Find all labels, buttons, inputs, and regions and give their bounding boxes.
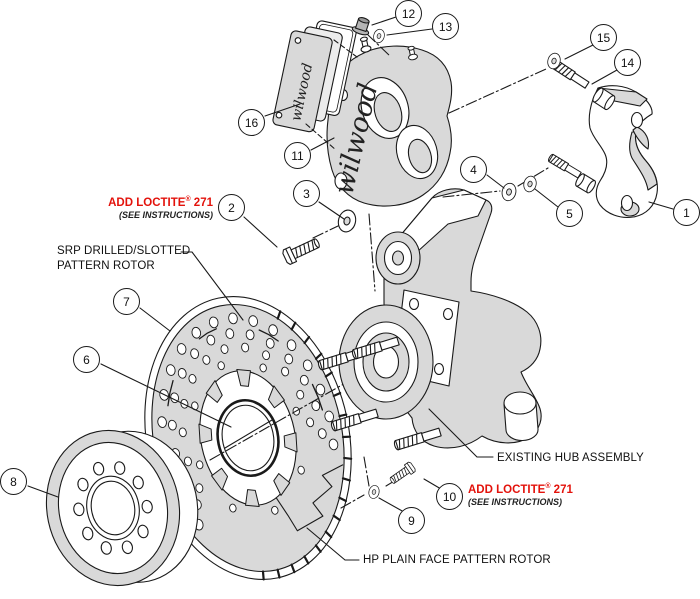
bolt-item-10	[387, 460, 417, 487]
callout-5: 5	[556, 200, 583, 227]
washer-item-13	[371, 27, 387, 45]
callout-16: 16	[238, 109, 265, 136]
bolt-bracket-lower	[546, 153, 583, 180]
bleed-screw	[359, 36, 372, 53]
part-brake-pads: wilwood	[272, 20, 357, 133]
callout-4: 4	[460, 156, 487, 183]
loctite-text: ADD LOCTITE® 271	[108, 196, 213, 209]
leader-lines	[27, 16, 674, 561]
nut-item-12	[351, 17, 370, 36]
see-instructions-text: (SEE INSTRUCTIONS)	[468, 496, 563, 507]
part-rotor-hat	[45, 429, 199, 587]
label-hp-rotor: HP PLAIN FACE PATTERN ROTOR	[363, 554, 551, 566]
rotor-split-line	[275, 464, 344, 532]
callout-11: 11	[284, 142, 311, 169]
callout-1: 1	[673, 199, 700, 226]
label-srp-rotor: SRP DRILLED/SLOTTED PATTERN ROTOR	[57, 245, 191, 272]
washer-item-4	[499, 181, 519, 203]
bracket-hole-upper	[630, 111, 644, 129]
callout-14: 14	[614, 49, 641, 76]
see-instructions-text: (SEE INSTRUCTIONS)	[118, 209, 213, 220]
rotor-register-ring	[216, 399, 280, 477]
loctite-text: ADD LOCTITE® 271	[468, 483, 573, 496]
washer-item-5	[521, 174, 539, 194]
note-loctite-lower: ADD LOCTITE® 271 (SEE INSTRUCTIONS)	[468, 481, 573, 507]
bracket-boss-lower	[575, 173, 596, 194]
washer-item-3	[335, 207, 359, 235]
axis-lines	[209, 33, 549, 509]
note-loctite-upper: ADD LOCTITE® 271 (SEE INSTRUCTIONS)	[108, 194, 213, 220]
callout-7: 7	[113, 288, 140, 315]
hat-bolt-holes	[73, 461, 153, 555]
bracket-hole-lower	[620, 194, 634, 212]
label-existing-hub: EXISTING HUB ASSEMBLY	[497, 452, 644, 464]
part-caliper-bracket	[575, 85, 658, 218]
callout-15: 15	[590, 24, 617, 51]
callout-10: 10	[436, 483, 463, 510]
callout-12: 12	[395, 0, 422, 27]
crossover-tube-fitting	[407, 45, 418, 61]
bolt-item-2	[281, 234, 323, 266]
fasteners	[281, 17, 591, 500]
rotor-center-tabs	[191, 361, 305, 515]
part-hub-assembly	[316, 289, 460, 451]
callout-6: 6	[73, 346, 100, 373]
washer-item-9	[367, 484, 381, 500]
callout-8: 8	[0, 468, 27, 495]
callout-3: 3	[293, 180, 320, 207]
callout-9: 9	[398, 507, 425, 534]
rotor-drill-pattern	[157, 310, 353, 581]
bracket-boss-upper	[592, 87, 616, 111]
callout-13: 13	[432, 13, 459, 40]
callout-2: 2	[218, 194, 245, 221]
